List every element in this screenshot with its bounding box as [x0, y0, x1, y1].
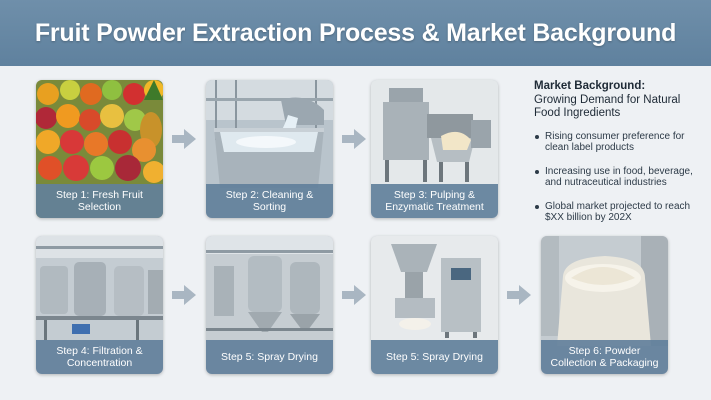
market-point: Global market projected to reach $XX bil… — [534, 201, 704, 224]
washing-tank-image — [206, 80, 333, 218]
step-6-label: Step 6: Powder Collection & Packaging — [541, 340, 668, 374]
market-point: Rising consumer preference for clean lab… — [534, 131, 704, 154]
step-card-packaging: Step 6: Powder Collection & Packaging — [541, 236, 668, 374]
step-5-label: Step 5: Spray Drying — [371, 340, 498, 374]
step-1-label: Step 1: Fresh Fruit Selection — [36, 184, 163, 218]
step-card-cleaning: Step 2: Cleaning & Sorting — [206, 80, 333, 218]
fresh-fruit-image — [36, 80, 163, 218]
step-2-label: Step 2: Cleaning & Sorting — [206, 184, 333, 218]
step-5-label: Step 5: Spray Drying — [206, 340, 333, 374]
arrow-right-icon — [172, 285, 196, 305]
market-point: Increasing use in food, beverage, and nu… — [534, 166, 704, 189]
step-3-label: Step 3: Pulping & Enzymatic Treatment — [371, 184, 498, 218]
step-card-spray-drying-tanks: Step 5: Spray Drying — [206, 236, 333, 374]
step-card-pulping: Step 3: Pulping & Enzymatic Treatment — [371, 80, 498, 218]
arrow-right-icon — [172, 129, 196, 149]
title-banner: Fruit Powder Extraction Process & Market… — [0, 0, 711, 66]
market-title: Market Background: — [534, 80, 646, 92]
market-heading: Market Background: Growing Demand for Na… — [534, 80, 704, 121]
market-background-panel: Market Background: Growing Demand for Na… — [534, 80, 704, 236]
arrow-right-icon — [342, 129, 366, 149]
market-subtitle: Growing Demand for Natural Food Ingredie… — [534, 93, 681, 120]
step-card-fresh-fruit: Step 1: Fresh Fruit Selection — [36, 80, 163, 218]
page-title: Fruit Powder Extraction Process & Market… — [34, 18, 677, 47]
step-4-label: Step 4: Filtration & Concentration — [36, 340, 163, 374]
step-card-filtration: Step 4: Filtration & Concentration — [36, 236, 163, 374]
step-card-spray-dryer: Step 5: Spray Drying — [371, 236, 498, 374]
arrow-right-icon — [342, 285, 366, 305]
market-points: Rising consumer preference for clean lab… — [534, 131, 704, 224]
arrow-right-icon — [507, 285, 531, 305]
